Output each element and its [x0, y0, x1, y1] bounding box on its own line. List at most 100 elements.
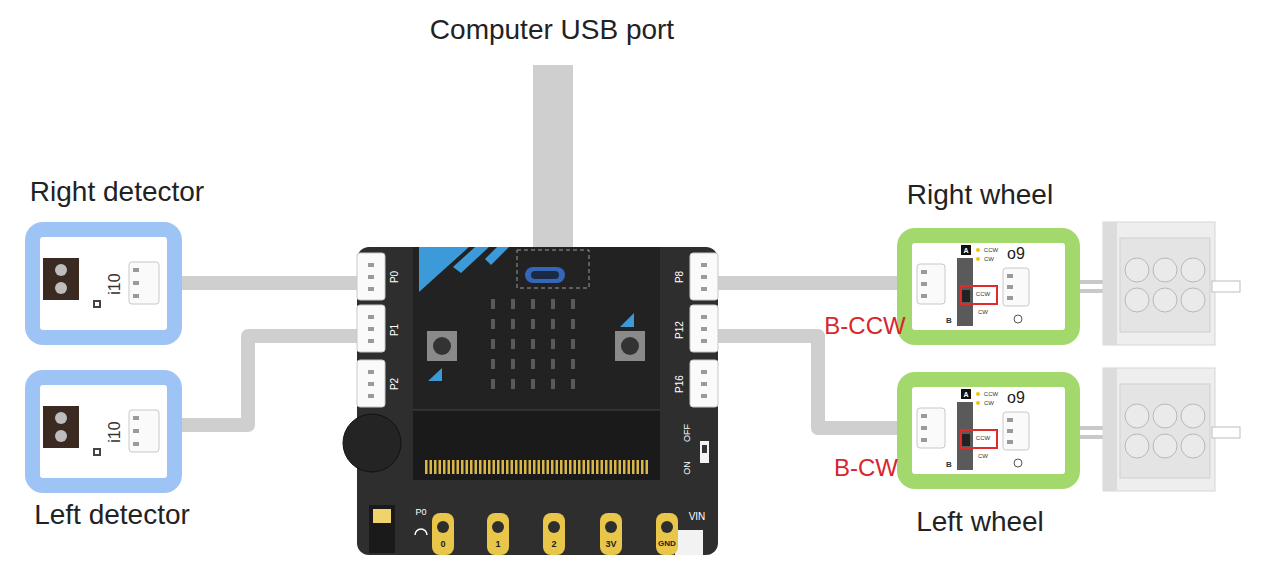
edge-pin [439, 460, 442, 474]
socket-pin [1007, 274, 1013, 278]
servo-gear [1153, 404, 1177, 428]
edge-pin [452, 460, 455, 474]
module-board [912, 243, 1065, 330]
pin-label: P1 [390, 324, 400, 336]
edge-pin [601, 460, 604, 474]
servo-icon [1014, 459, 1022, 467]
socket-pin [701, 327, 707, 331]
module-heading: Right wheel [907, 181, 1053, 209]
edge-pin [556, 460, 559, 474]
detector-module: Left detectori10 [25, 370, 182, 493]
edge-pin [457, 460, 460, 474]
socket-pin [701, 315, 707, 319]
servo-gear [1153, 288, 1177, 312]
highlight-box [961, 430, 997, 448]
edge-pin [479, 460, 482, 474]
module-art [25, 222, 182, 345]
edge-pin [628, 460, 631, 474]
button-a [433, 337, 451, 355]
edge-pin [565, 460, 568, 474]
usb-plug [531, 271, 559, 279]
gold-pad [487, 513, 509, 555]
microbit-stripe [485, 247, 509, 265]
edge-pin [538, 460, 541, 474]
direction-dot [976, 257, 980, 261]
socket-pin [1007, 296, 1013, 300]
servo-panel [1120, 238, 1210, 332]
module-art [25, 370, 182, 493]
pin-label: 3V [605, 540, 616, 549]
pin-label: VIN [689, 512, 706, 522]
pin-label: P12 [675, 321, 685, 339]
led [571, 359, 575, 369]
servo-gear [1125, 404, 1149, 428]
servo-gear [1125, 288, 1149, 312]
module-board [40, 237, 167, 330]
edge-pin [610, 460, 613, 474]
edge-pin [488, 460, 491, 474]
edge-pin [511, 460, 514, 474]
led [491, 379, 495, 389]
led [571, 339, 575, 349]
button-b [615, 331, 645, 361]
pin-label: 0 [440, 540, 445, 549]
edge-pin [619, 460, 622, 474]
port-socket [357, 253, 385, 300]
mode-switch [957, 258, 973, 326]
led [571, 319, 575, 329]
edge-pin [461, 460, 464, 474]
edge-pin [493, 460, 496, 474]
power-switch [702, 445, 707, 453]
power-socket [675, 530, 703, 555]
pin-label: i10 [107, 421, 123, 442]
pin-label: P0 [415, 508, 426, 517]
pin-label: 2 [551, 540, 556, 549]
edge-pin [551, 460, 554, 474]
led [531, 359, 535, 369]
led [551, 299, 555, 309]
module-frame [25, 222, 182, 345]
edge-pin [520, 460, 523, 474]
socket-pin [921, 270, 927, 274]
edge-pin [592, 460, 595, 474]
ir-receiver [55, 282, 67, 294]
edge-pin [470, 460, 473, 474]
port-socket [690, 253, 718, 300]
direction-dot [976, 401, 980, 405]
module-art [357, 247, 718, 555]
led [571, 299, 575, 309]
edge-pin [574, 460, 577, 474]
socket-pin [133, 281, 139, 285]
indicator-led [95, 450, 99, 454]
module-heading: Right detector [30, 178, 204, 206]
pin-label: B [946, 461, 952, 469]
pad-hole [661, 521, 673, 533]
expansion-board [357, 247, 718, 555]
pad-hole [437, 521, 449, 533]
led [511, 339, 515, 349]
edge-pin [623, 460, 626, 474]
socket-pin [368, 315, 374, 319]
button-b [621, 337, 639, 355]
edge-pin [443, 460, 446, 474]
expansion-board: P0P1P2P8P12P16OFFONVINP00123VGND [357, 247, 718, 555]
led [531, 379, 535, 389]
module-socket [1003, 412, 1029, 450]
indicator-led [93, 300, 101, 308]
led [551, 359, 555, 369]
cable [182, 336, 357, 425]
led [511, 299, 515, 309]
mode-switch [957, 402, 973, 470]
usb-plug [525, 267, 565, 283]
socket-pin [1007, 285, 1013, 289]
ir-emitter [55, 412, 67, 424]
socket-pin [1007, 429, 1013, 433]
edge-pin [430, 460, 433, 474]
led [551, 379, 555, 389]
microbit-mark [620, 313, 634, 327]
ir-sensor [43, 406, 79, 448]
socket-pin [701, 275, 707, 279]
socket-pin [368, 394, 374, 398]
edge-pin [502, 460, 505, 474]
